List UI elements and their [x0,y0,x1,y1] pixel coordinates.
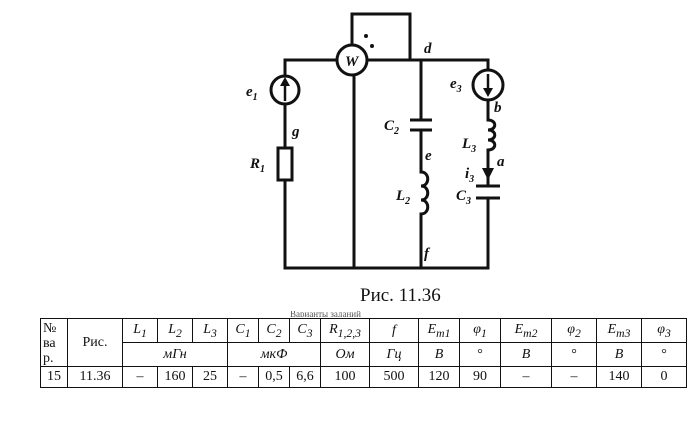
cell-f: 500 [369,366,419,388]
cell-em1: 120 [418,366,460,388]
label-node-f: f [424,246,431,262]
unit-phi3: ° [641,342,687,367]
label-node-d: d [424,41,432,57]
wattmeter [335,34,374,77]
inductor-l2 [420,170,430,216]
unit-phi1: ° [459,342,501,367]
source-e3 [471,68,505,102]
unit-em2: В [500,342,552,367]
label-c3: C3 [456,188,471,207]
cell-phi1: 90 [459,366,501,388]
cut-off-heading: Варианты заданий [290,311,361,317]
capacitor-c3 [476,184,500,200]
figure-caption: Рис. 11.36 [360,285,441,306]
units-row: мГн мкФ Ом Гц В ° В ° В ° [41,342,687,367]
unit-l: мГн [122,342,228,367]
label-l2: L2 [395,188,410,207]
header-f: f [369,318,419,343]
inductor-l3 [487,118,497,152]
header-r: R1,2,3 [320,318,370,343]
header-l2: L2 [157,318,193,343]
unit-em1: В [418,342,460,367]
cell-l1: – [122,366,158,388]
wire-wattmeter-loop [350,12,412,62]
unit-c: мкФ [227,342,321,367]
cell-l2: 160 [157,366,193,388]
cell-r: 100 [320,366,370,388]
header-l3: L3 [192,318,228,343]
header-phi3: φ3 [641,318,687,343]
header-phi2: φ2 [551,318,597,343]
label-c2: C2 [384,118,399,137]
header-figure: Рис. [67,318,123,367]
cell-em3: 140 [596,366,642,388]
cell-phi3: 0 [641,366,687,388]
capacitor-c2 [410,118,432,132]
header-phi1: φ1 [459,318,501,343]
data-row: 15 11.36 – 160 25 – 0,5 6,6 100 500 120 … [40,366,687,388]
cell-c1: – [227,366,259,388]
unit-r: Ом [320,342,370,367]
label-r1: R1 [249,156,265,175]
header-em1: Em1 [418,318,460,343]
cell-em2: – [500,366,552,388]
cell-phi2: – [551,366,597,388]
label-l3: L3 [461,136,476,155]
unit-phi2: ° [551,342,597,367]
header-l1: L1 [122,318,158,343]
cell-variant: 15 [40,366,68,388]
header-c2: C2 [258,318,290,343]
label-node-b: b [494,100,502,116]
cell-l3: 25 [192,366,228,388]
wattmeter-label: W [345,54,360,70]
header-c3: C3 [289,318,321,343]
cell-c3: 6,6 [289,366,321,388]
header-c1: C1 [227,318,259,343]
current-arrow-i3 [482,168,494,180]
unit-f: Гц [369,342,419,367]
source-e1 [269,74,301,106]
unit-em3: В [596,342,642,367]
label-node-e: e [425,148,432,164]
cell-figure: 11.36 [67,366,123,388]
resistor-r1 [276,146,294,182]
label-e3: e3 [450,76,462,95]
cell-c2: 0,5 [258,366,290,388]
header-em2: Em2 [500,318,552,343]
label-node-g: g [291,124,300,140]
label-node-a: a [497,154,505,170]
label-e1: e1 [246,84,258,103]
circuit-diagram: W e1 R1 g d C2 e L2 f e3 b L3 a i3 C3 [246,12,505,270]
wire-left-branch [283,58,342,78]
label-i3: i3 [465,166,474,185]
header-em3: Em3 [596,318,642,343]
